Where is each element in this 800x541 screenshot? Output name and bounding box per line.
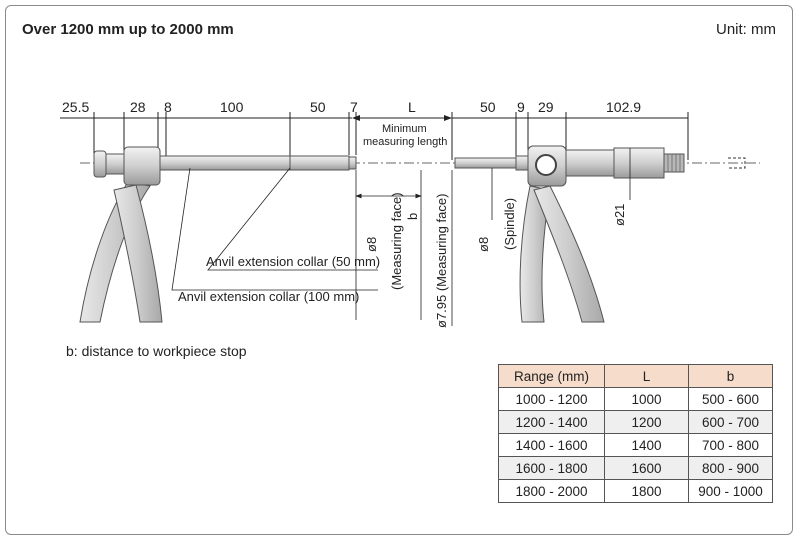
anvil-neck: [105, 153, 127, 175]
table-row: 1400 - 1600 1400 700 - 800: [498, 433, 773, 457]
cell-range: 1000 - 1200: [498, 387, 605, 411]
anvil-collar-50: [289, 155, 350, 171]
table-header-row: Range (mm) L b: [498, 364, 773, 388]
dim-28: 28: [130, 99, 146, 115]
range-table: Range (mm) L b 1000 - 1200 1000 500 - 60…: [498, 364, 773, 503]
spindle-dia: ø8: [476, 237, 491, 252]
dia-21-label: ø21: [612, 204, 627, 226]
min-length-line1: Minimum: [382, 123, 427, 135]
cell-L: 1600: [604, 456, 689, 480]
header-b: b: [688, 364, 773, 388]
table-row: 1800 - 2000 1800 900 - 1000: [498, 479, 773, 503]
dim-8: 8: [164, 99, 172, 115]
dim-7: 7: [350, 99, 358, 115]
table-row: 1000 - 1200 1000 500 - 600: [498, 387, 773, 411]
anvil-body: [123, 146, 161, 186]
cell-L: 1400: [604, 433, 689, 457]
dim-50-left: 50: [310, 99, 326, 115]
figure-frame: [5, 5, 793, 535]
min-length-line2: measuring length: [363, 136, 447, 148]
right-frame-arm-back: [519, 185, 551, 323]
spindle-label: (Spindle): [502, 198, 517, 250]
collar-100-leader: [171, 167, 378, 291]
left-frame-arm-front: [113, 184, 163, 323]
collar-50-leader: [207, 167, 378, 271]
dim-100: 100: [220, 99, 244, 115]
anvil-cap: [93, 150, 107, 178]
cell-L: 1000: [604, 387, 689, 411]
dim-9: 9: [517, 99, 525, 115]
unit-label: Unit: mm: [716, 21, 776, 38]
sleeve: [565, 149, 615, 177]
cell-b: 800 - 900: [688, 456, 773, 480]
cell-range: 1600 - 1800: [498, 456, 605, 480]
collar-100-label: Anvil extension collar (100 mm): [178, 289, 359, 304]
cell-range: 1400 - 1600: [498, 433, 605, 457]
cell-b: 700 - 800: [688, 433, 773, 457]
anvil-collar-100: [159, 155, 291, 171]
face-left-label: (Measuring face): [389, 192, 404, 290]
anvil-tip: [348, 156, 357, 170]
dim-29: 29: [538, 99, 554, 115]
header-range: Range (mm): [498, 364, 605, 388]
thimble: [613, 147, 665, 179]
dim-50-right: 50: [480, 99, 496, 115]
b-label: b: [405, 213, 420, 220]
cell-b: 500 - 600: [688, 387, 773, 411]
head-clamp-ring: [535, 154, 557, 176]
ratchet-extension-outline: [728, 157, 746, 169]
figure-title: Over 1200 mm up to 2000 mm: [22, 21, 234, 38]
cell-range: 1800 - 2000: [498, 479, 605, 503]
dim-L: L: [408, 99, 416, 115]
b-note: b: distance to workpiece stop: [66, 343, 247, 359]
cell-L: 1800: [604, 479, 689, 503]
cell-b: 600 - 700: [688, 410, 773, 434]
top-dimension-line: [60, 112, 689, 160]
face-left-dia: ø8: [364, 237, 379, 252]
cell-b: 900 - 1000: [688, 479, 773, 503]
ratchet: [663, 153, 685, 173]
face-right-label: ø7.95 (Measuring face): [434, 194, 449, 328]
table-row: 1200 - 1400 1200 600 - 700: [498, 410, 773, 434]
dim-102-9: 102.9: [606, 99, 641, 115]
spindle-rod: [454, 157, 517, 169]
header-L: L: [604, 364, 689, 388]
right-frame-arm-front: [533, 185, 605, 323]
cell-range: 1200 - 1400: [498, 410, 605, 434]
collar-50-label: Anvil extension collar (50 mm): [206, 254, 380, 269]
table-row: 1600 - 1800 1600 800 - 900: [498, 456, 773, 480]
cell-L: 1200: [604, 410, 689, 434]
dim-25-5: 25.5: [62, 99, 89, 115]
